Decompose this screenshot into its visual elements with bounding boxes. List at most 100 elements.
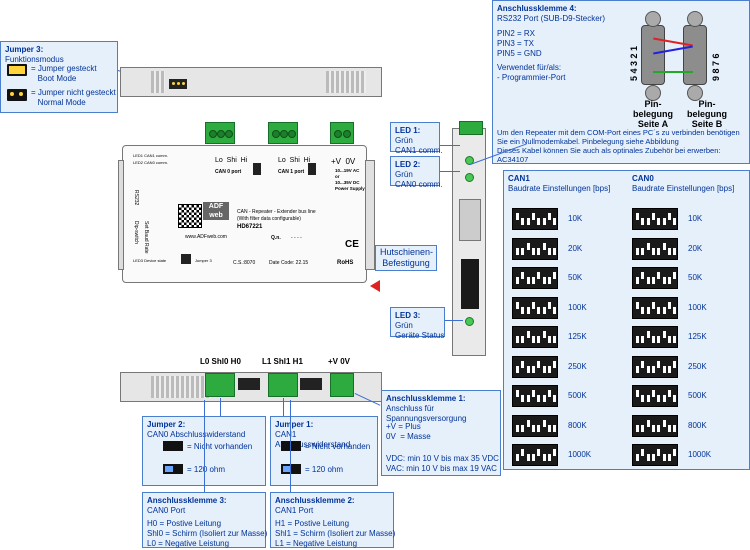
can0-baud-dipswitch [632, 237, 678, 260]
led3-icon [465, 317, 474, 326]
jumper2-bottom-icon [238, 378, 260, 390]
klemme1-plus: +V = Plus 0V = Masse [386, 422, 431, 441]
can1-baud-dipswitch [512, 296, 558, 319]
side-b-pin-numbers: 9 8 7 6 [711, 53, 721, 81]
jumper3-normal-text: = Jumper nicht gesteckt Normal Mode [31, 88, 116, 107]
bottom-power-labels: +V 0V [328, 357, 351, 366]
klemme3-text: H0 = Postive Leitung Shl0 = Schirm (Isol… [147, 519, 268, 548]
led3-title: LED 3: [395, 311, 421, 320]
jumper-open-icon [7, 89, 27, 101]
klemme3-sub: CAN0 Port [147, 505, 186, 515]
jumper2-sub: CAN0 Abschlusswiderstand [147, 429, 246, 439]
can1-baud-dipswitch [512, 208, 558, 230]
cs-label: C.S.:8070 [233, 260, 256, 266]
can0-baud-dipswitch [632, 267, 678, 289]
can0-baud-dipswitch [632, 355, 678, 378]
can1-baud-dipswitch [512, 355, 558, 378]
screw-icon [687, 11, 703, 27]
side-dipswitch [461, 259, 479, 309]
brand-logo: ADF web [203, 202, 229, 220]
jumper1-bottom-icon [300, 378, 322, 390]
can1-baud-rate-label: 10K [568, 214, 583, 223]
can1-baud-dipswitch [512, 237, 558, 260]
led3-text: Grün Geräte Status [395, 320, 445, 340]
can0-baud-dipswitch [632, 414, 678, 437]
can0-baud-rate-label: 20K [688, 243, 703, 253]
jumper3-top-icon [169, 79, 187, 89]
can1-baud-title: CAN1 [508, 174, 530, 183]
can1-baud-rate-label: 20K [568, 243, 583, 253]
led2-icon [465, 173, 474, 182]
hutschiene-label: Hutschienen- Befestigung [375, 245, 437, 271]
jumper2-title: Jumper 2: [147, 420, 186, 429]
rohs-mark: RoHS [337, 260, 354, 266]
jumper1-title: Jumper 1: [275, 420, 314, 429]
jumper1-none: = Nicht vorhanden [305, 442, 371, 451]
jumper2-none: = Nicht vorhanden [187, 442, 253, 451]
jumper-closed-icon [163, 464, 183, 474]
jumper3-device-label: Jumper 3 [195, 258, 212, 263]
brand-url: www.ADFweb.com [185, 234, 227, 240]
screw-icon [687, 85, 703, 101]
jumper2-ohm: = 120 ohm [187, 465, 226, 474]
can1-baud-rate-label: 800K [568, 420, 587, 430]
klemme1-voltage: VDC: min 10 V bis max 35 VDC VAC: min 10… [386, 454, 499, 473]
dipswitch-label: Dip-switch [133, 221, 139, 245]
led1-icon [465, 156, 474, 165]
klemme4-box: Anschlussklemme 4: RS232 Port (SUB-D9-St… [492, 0, 750, 164]
led2-title: LED 2: [395, 160, 421, 169]
can0-baud-rate-label: 800K [688, 420, 707, 430]
terminal-can0-top [205, 122, 235, 144]
jumper-closed-icon [281, 464, 301, 474]
jumper1-device-icon [308, 163, 316, 175]
led1-box: LED 1:Grün CAN1 comm. [390, 122, 443, 155]
klemme1-title: Anschlussklemme 1: [386, 394, 466, 403]
led2-text: Grün CAN0 comm. [395, 169, 443, 189]
screw-icon [645, 11, 661, 27]
jumper2-device-icon [253, 163, 261, 175]
can1-baud-rate-label: 500K [568, 391, 587, 400]
can0-port-labels: Lo Shi Hi [215, 157, 248, 164]
can1-baud-dipswitch [512, 326, 558, 348]
rs232-connector [459, 199, 481, 241]
device-led-labels: LED1 CAN1 comm. LED2 CAN0 comm. [133, 153, 168, 165]
can1-baud-sub: Baudrate Einstellungen [bps] [508, 183, 611, 193]
jumper1-ohm: = 120 ohm [305, 465, 344, 474]
can0-baud-dipswitch [632, 444, 678, 466]
baud-settings-box: CAN1 Baudrate Einstellungen [bps] CAN0 B… [503, 170, 750, 470]
can1-baud-rate-label: 1000K [568, 450, 592, 459]
jumper-open-icon [163, 441, 183, 451]
can0-baud-rate-label: 1000K [688, 450, 712, 459]
can0-baud-rate-label: 125K [688, 332, 707, 341]
bottom-can1-labels: L1 Shl1 H1 [262, 357, 303, 366]
klemme3-title: Anschlussklemme 3: [147, 496, 227, 505]
jumper3-boot-text: = Jumper gesteckt Boot Mode [31, 64, 97, 83]
can1-port-label: CAN 1 port [278, 169, 305, 175]
product-code: HD67221 [237, 224, 263, 230]
terminal-can0-bottom [205, 373, 235, 397]
klemme4-sub: RS232 Port (SUB-D9-Stecker) [497, 13, 606, 23]
can1-port-labels: Lo Shi Hi [278, 157, 311, 164]
jumper3-subtitle: Funktionsmodus [5, 54, 64, 64]
device-side-view [452, 121, 486, 356]
can0-baud-sub: Baudrate Einstellungen [bps] [632, 183, 735, 193]
device-front: LED1 CAN1 comm. LED2 CAN0 comm. Lo Shi H… [122, 145, 367, 283]
rs232-label: RS232 [133, 190, 139, 206]
klemme4-title: Anschlussklemme 4: [497, 4, 577, 13]
can1-baud-rate-label: 125K [568, 332, 587, 341]
can0-baud-rate-label: 250K [688, 361, 707, 371]
can0-baud-rate-label: 500K [688, 391, 707, 400]
klemme1-sub: Anschluss für Spannungsversorgung [386, 403, 467, 423]
jumper1-sub: CAN1 Abschlusswiderstand [275, 429, 351, 449]
klemme4-pins: PIN2 = RX PIN3 = TX PIN5 = GND [497, 29, 542, 58]
can1-baud-dipswitch [512, 414, 558, 437]
side-a-label: Pin- belegung Seite A [633, 99, 673, 129]
klemme1-box: Anschlussklemme 1: Anschluss für Spannun… [381, 390, 501, 476]
terminal-can1-bottom [268, 373, 298, 397]
can0-baud-dipswitch [632, 208, 678, 230]
can0-baud-title: CAN0 [632, 174, 654, 183]
screw-icon [645, 85, 661, 101]
can1-baud-rate-label: 50K [568, 273, 583, 282]
jumper-closed-icon [7, 64, 27, 76]
klemme2-text: H1 = Postive Leitung Shl1 = Schirm (Isol… [275, 519, 396, 548]
